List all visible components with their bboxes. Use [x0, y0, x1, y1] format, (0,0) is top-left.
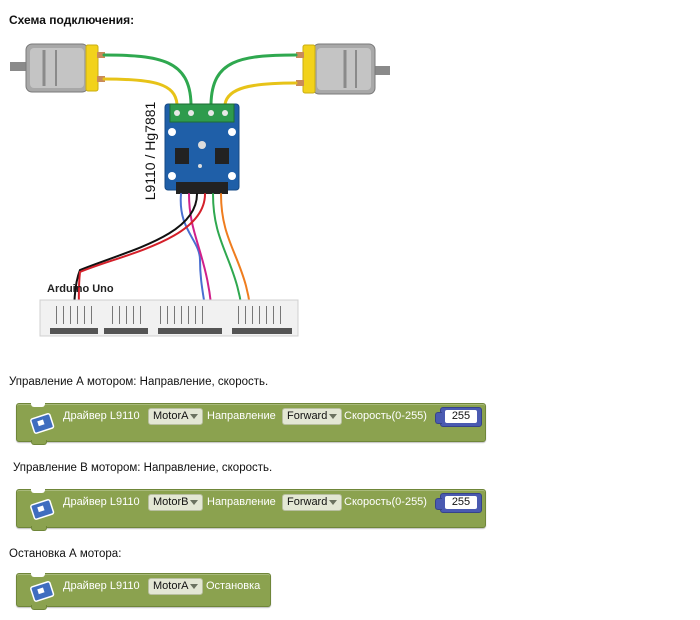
driver-board-icon — [30, 413, 55, 434]
motor-dropdown[interactable]: MotorA — [148, 408, 204, 425]
right-motor — [296, 43, 390, 95]
direction-label: Направление — [207, 410, 276, 422]
direction-dropdown[interactable]: Forward — [282, 494, 343, 511]
motor-wires — [102, 53, 298, 106]
direction-label: Направление — [207, 496, 276, 508]
driver-board-icon — [30, 499, 55, 520]
stop-action-label: Остановка — [206, 580, 261, 592]
block-motor-a-control[interactable]: Драйвер L9110 MotorA Направление Forward… — [16, 403, 486, 445]
block-title: Драйвер L9110 — [63, 410, 140, 422]
speed-number-block[interactable]: 255 — [435, 493, 482, 513]
block-motor-b-control[interactable]: Драйвер L9110 MotorB Направление Forward… — [16, 489, 486, 531]
caption-motor-b: Управление В мотором: Направление, скоро… — [13, 462, 273, 474]
speed-label: Скорость(0-255) — [344, 410, 427, 422]
left-motor — [10, 43, 105, 93]
caption-motor-a: Управление А мотором: Направление, скоро… — [9, 376, 269, 388]
wiring-diagram — [10, 43, 390, 337]
module-label: L9110 / Hg7881 — [142, 101, 158, 201]
motor-dropdown[interactable]: MotorA — [148, 578, 204, 595]
speed-value[interactable]: 255 — [445, 496, 477, 509]
arduino-headers — [39, 299, 299, 337]
caption-motor-a-stop: Остановка А мотора: — [9, 548, 122, 560]
block-motor-a-stop[interactable]: Драйвер L9110 MotorA Остановка — [16, 573, 271, 610]
direction-dropdown[interactable]: Forward — [282, 408, 343, 425]
motor-dropdown[interactable]: MotorB — [148, 494, 204, 511]
page-title: Схема подключения: — [9, 13, 135, 27]
speed-label: Скорость(0-255) — [344, 496, 427, 508]
speed-number-block[interactable]: 255 — [435, 407, 482, 427]
block-title: Драйвер L9110 — [63, 580, 140, 592]
speed-value[interactable]: 255 — [445, 410, 477, 423]
block-title: Драйвер L9110 — [63, 496, 140, 508]
driver-board-icon — [30, 581, 55, 602]
arduino-label: Arduino Uno — [47, 283, 114, 295]
driver-module — [164, 103, 240, 194]
